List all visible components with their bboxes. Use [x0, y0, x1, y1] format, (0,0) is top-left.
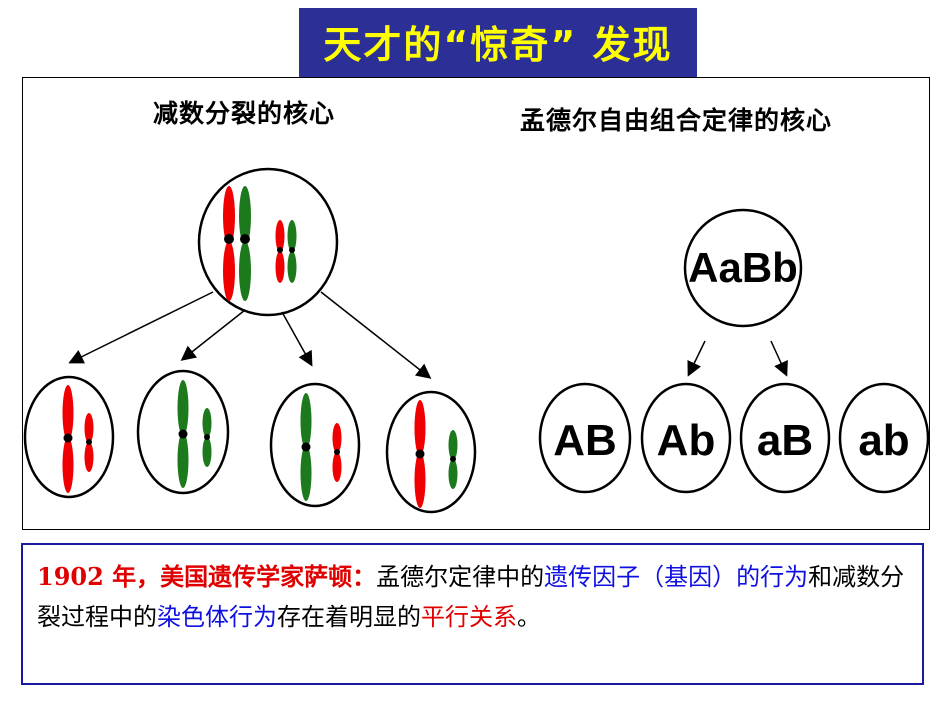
meiosis-gamete-1 [23, 375, 115, 499]
note-chromosome-behavior: 染色体行为 [157, 603, 277, 631]
chromosome-large-red [223, 186, 235, 301]
meiosis-gamete-2 [136, 369, 230, 495]
parent-genotype-label: AaBb [688, 244, 798, 291]
note-gene-behavior: 遗传因子（基因）的行为 [544, 563, 809, 591]
parent-genotype-circle [683, 208, 803, 328]
note-text-1: 孟德尔定律中的 [376, 563, 545, 591]
meiosis-gamete-4 [385, 390, 477, 514]
gamete-Ab: Ab [640, 382, 732, 494]
page-title: 天才的“惊奇” 发现 [323, 23, 673, 67]
svg-text:Ab: Ab [657, 416, 716, 465]
arrow-to-gamete-2 [180, 309, 246, 361]
title-banner: 天才的“惊奇” 发现 [299, 8, 697, 78]
meiosis-gamete-3 [269, 382, 361, 508]
arrow-to-gamete-1 [68, 291, 214, 364]
arrow-to-gamete-3 [281, 311, 313, 367]
diagram-drawing: AaBb AB Ab aB ab [23, 167, 929, 514]
chromosome-small-red [275, 220, 285, 283]
chromosome-large-green [239, 186, 251, 301]
gamete-ab: ab [838, 382, 929, 494]
meiosis-diagram [23, 167, 477, 514]
gamete-AB: AB [538, 382, 632, 494]
mendel-law-title: 孟德尔自由组合定律的核心 [520, 106, 833, 135]
svg-text:ab: ab [858, 416, 909, 465]
sutton-hypothesis-note: 1902 年，美国遗传学家萨顿：孟德尔定律中的遗传因子（基因）的行为和减数分裂过… [21, 543, 924, 685]
svg-text:aB: aB [757, 416, 813, 465]
note-parallel-relation: 平行关系 [421, 603, 517, 631]
diagram-figure: 减数分裂的核心 孟德尔自由组合定律的核心 [22, 77, 930, 530]
note-period: 。 [517, 603, 541, 631]
gamete-aB: aB [739, 382, 831, 494]
arrow-to-gamete-aB [770, 340, 788, 377]
meiosis-title: 减数分裂的核心 [153, 99, 336, 128]
chromosome-small-green [287, 220, 297, 283]
note-year-prefix: 1902 年，美国遗传学家萨顿： [37, 562, 377, 591]
svg-text:AB: AB [553, 416, 617, 465]
note-text-2: 和减数分裂过程中的 [37, 563, 905, 631]
note-text-3: 存在着明显的 [277, 603, 421, 631]
parent-cell [197, 167, 339, 317]
arrow-to-gamete-4 [320, 291, 432, 379]
arrow-to-gamete-Ab [687, 340, 706, 377]
mendel-diagram: AaBb AB Ab aB ab [538, 208, 929, 494]
